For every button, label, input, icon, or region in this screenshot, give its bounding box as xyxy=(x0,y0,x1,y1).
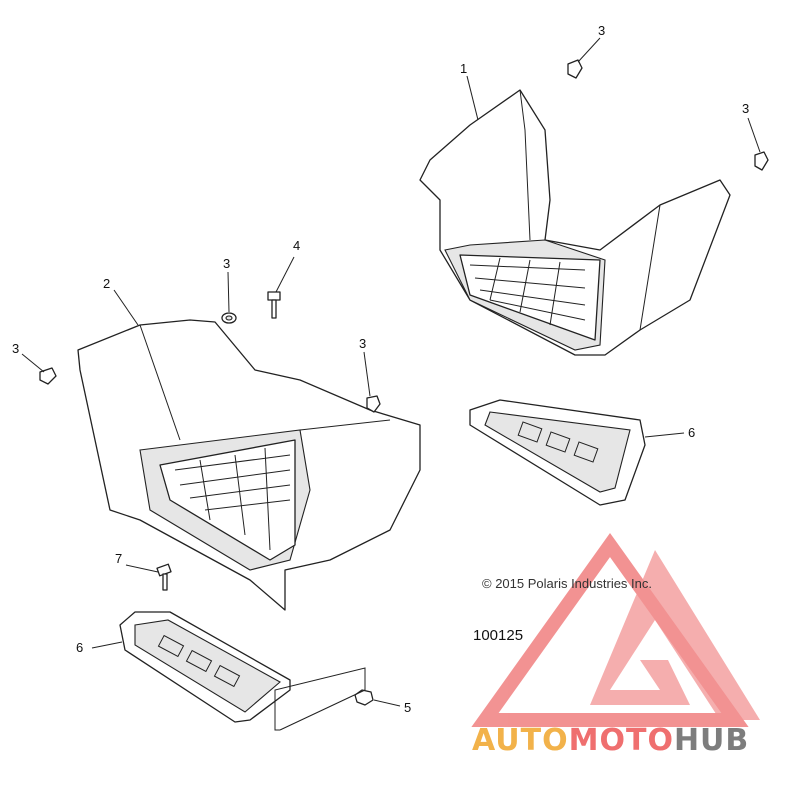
drawing-number: 100125 xyxy=(473,627,523,644)
footrest-mat-right xyxy=(469,399,646,506)
callout-5: 5 xyxy=(404,700,411,715)
callout-3-left: 3 xyxy=(12,341,19,356)
footwell-right xyxy=(419,89,731,356)
footrest-mat-left xyxy=(119,611,291,723)
watermark-auto: AUTO xyxy=(472,723,569,758)
callout-3-top: 3 xyxy=(598,23,605,38)
watermark-hub: HUB xyxy=(674,723,749,758)
watermark-triangle-inner xyxy=(590,550,760,720)
callout-6-left: 6 xyxy=(76,640,83,655)
callout-4: 4 xyxy=(293,238,300,253)
watermark-logo xyxy=(471,532,760,727)
leader-lines xyxy=(21,37,761,731)
push-rivet-3e xyxy=(366,395,381,413)
callout-1: 1 xyxy=(460,61,467,76)
callout-3-center: 3 xyxy=(223,256,230,271)
push-rivet-3b xyxy=(754,151,769,171)
callout-2: 2 xyxy=(103,276,110,291)
nut-5 xyxy=(354,689,374,706)
callout-3-mid: 3 xyxy=(359,336,366,351)
bolt-4 xyxy=(267,291,281,319)
callout-6-right: 6 xyxy=(688,425,695,440)
callout-7: 7 xyxy=(115,551,122,566)
screw-7 xyxy=(156,563,172,591)
footwell-left xyxy=(77,319,421,611)
callout-3-right: 3 xyxy=(742,101,749,116)
push-rivet-3a xyxy=(567,59,583,79)
watermark-brand-text: AUTOMOTOHUB xyxy=(472,723,749,758)
push-rivet-3c xyxy=(221,312,237,324)
copyright-text: © 2015 Polaris Industries Inc. xyxy=(482,576,652,591)
callout-labels: 1 3 3 2 3 4 3 3 6 7 6 5 xyxy=(12,23,749,715)
watermark-moto: MOTO xyxy=(569,723,674,758)
